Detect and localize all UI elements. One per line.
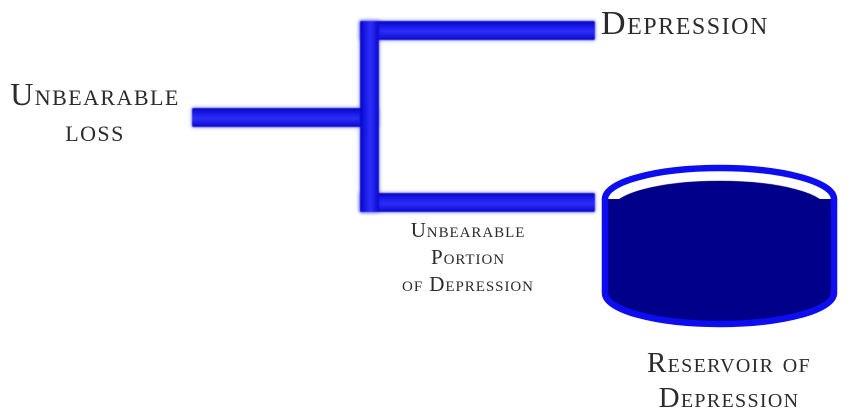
- label-reservoir-of-depression: Reservoir of Depression: [601, 346, 857, 416]
- label-unbearable-loss-line1: Unbearable: [10, 76, 180, 112]
- label-reservoir-line2: Depression: [658, 382, 800, 414]
- label-unbearable-portion-line1: Unbearable: [410, 218, 526, 242]
- label-depression: Depression: [601, 5, 769, 42]
- label-unbearable-portion-line3: of Depression: [402, 272, 534, 296]
- pipe-unbearable-loss-input: [192, 108, 378, 127]
- pipe-branch-depression: [360, 21, 595, 40]
- label-unbearable-portion-line2: Portion: [430, 245, 506, 269]
- pipe-branch-unbearable-portion: [360, 193, 595, 212]
- label-unbearable-portion: Unbearable Portion of Depression: [358, 217, 578, 298]
- reservoir-cylinder: [601, 164, 838, 328]
- label-unbearable-loss: Unbearable loss: [0, 76, 190, 148]
- label-unbearable-loss-line2: loss: [65, 112, 125, 148]
- reservoir-liquid-surface: [612, 180, 827, 238]
- pipe-fork-vertical: [360, 21, 379, 212]
- label-reservoir-line1: Reservoir of: [646, 347, 811, 379]
